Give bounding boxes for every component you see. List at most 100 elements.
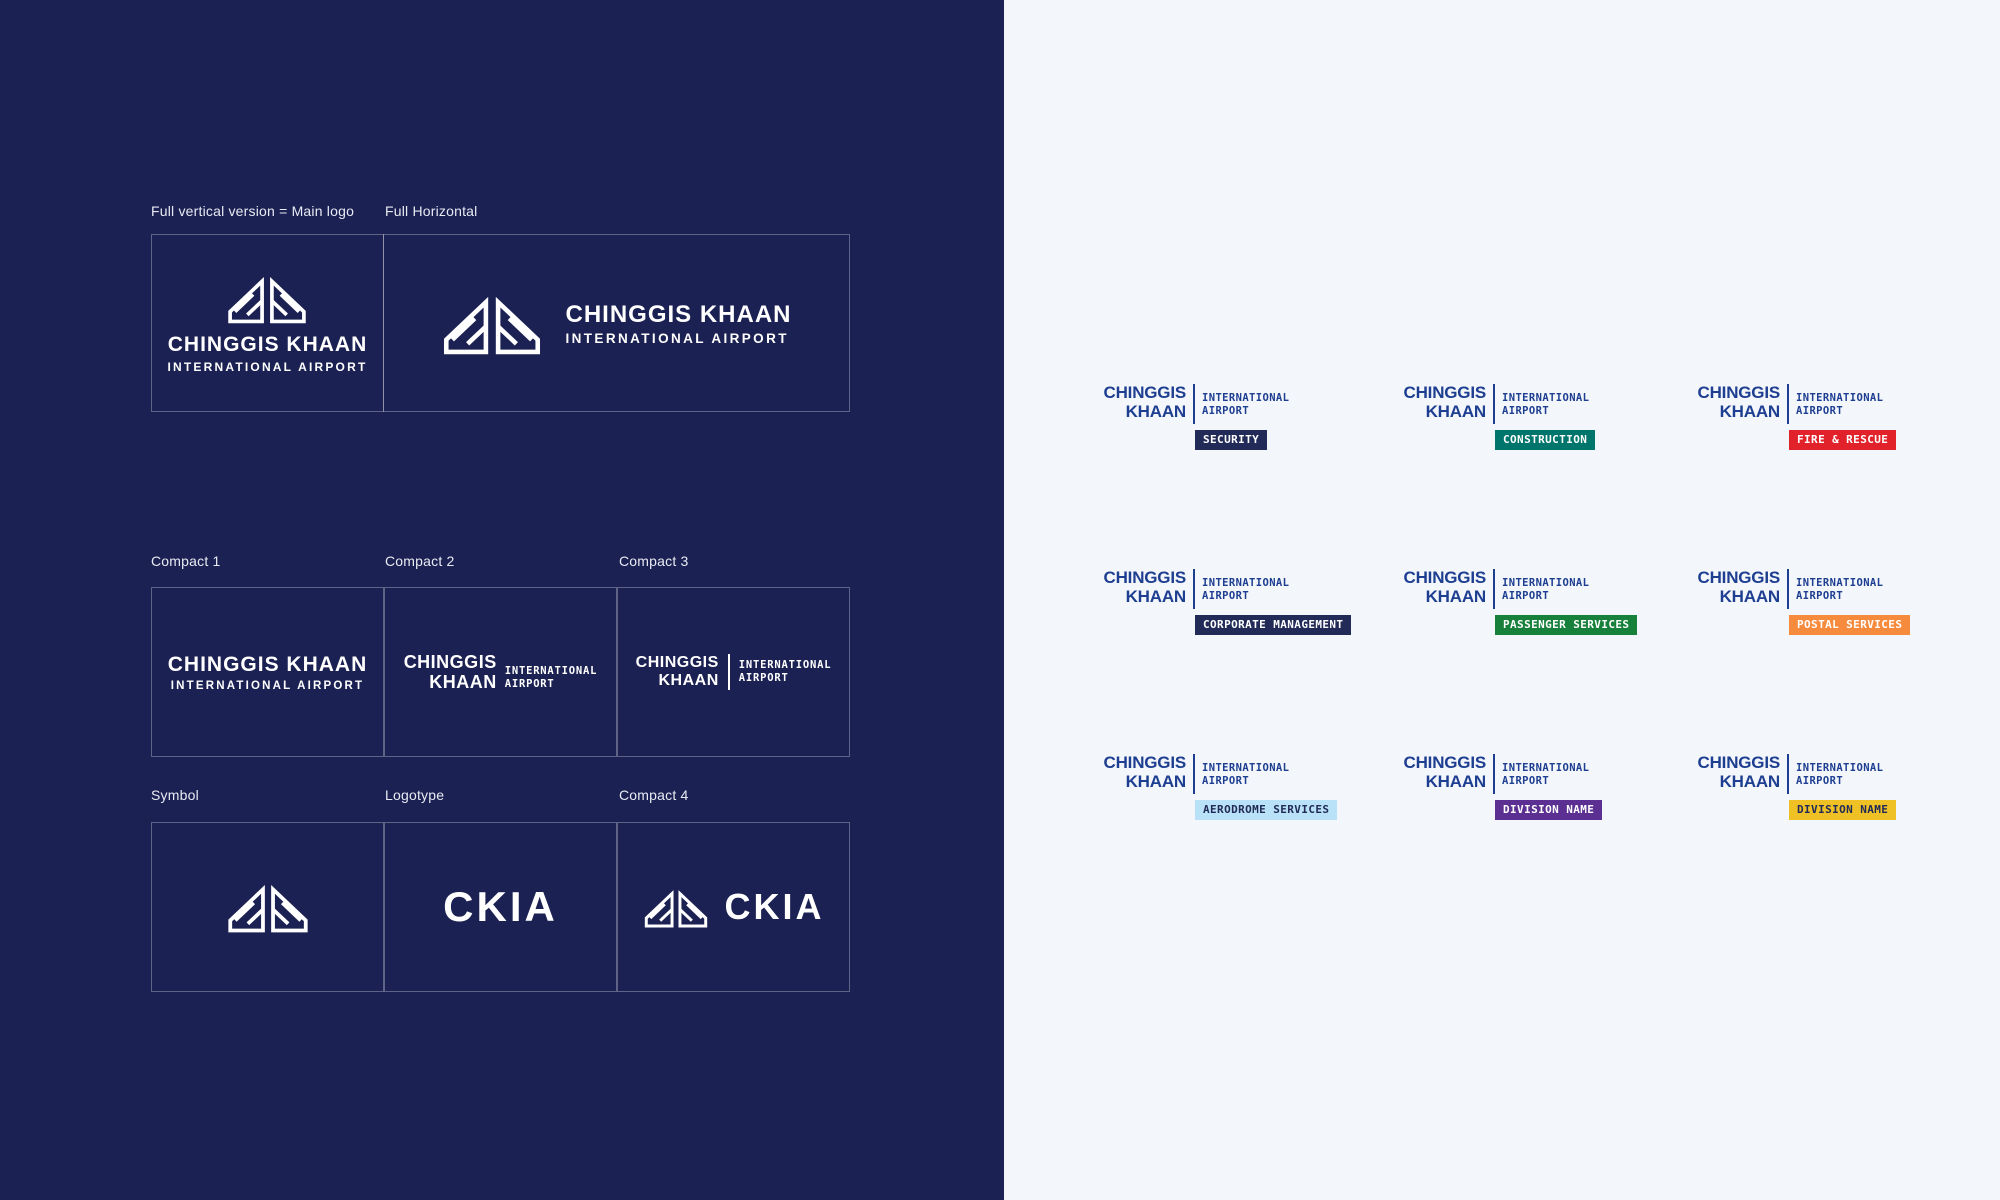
division-word-1: CHINGGIS [1697,568,1781,587]
main-vertical-logo: CHINGGIS KHAAN INTERNATIONAL AIRPORT [168,273,368,374]
airport-emblem-icon [644,891,707,927]
division-word-2: KHAAN [1719,587,1781,606]
division-sub-1: INTERNATIONAL [1202,577,1290,589]
division-badge: DIVISION NAME [1789,800,1897,820]
label-logotype: Logotype [385,787,445,803]
logo-box-compact-3: CHINGGIS KHAAN INTERNATIONAL AIRPORT [617,587,850,757]
logo-box-logotype: CKIA [384,822,617,992]
logo-sub-1: INTERNATIONAL [504,665,598,677]
division-sub-2: AIRPORT [1502,590,1550,602]
compact-4-logo: CKIA [643,886,825,928]
division-sub-2: AIRPORT [1202,405,1250,417]
division-sub-1: INTERNATIONAL [1796,577,1884,589]
division-divider [1787,569,1789,609]
logo-wordmark: CHINGGIS KHAAN [167,652,368,676]
compact-3-logo: CHINGGIS KHAAN INTERNATIONAL AIRPORT [636,654,832,690]
logo-acronym: CKIA [724,886,825,927]
airport-emblem-icon [227,887,308,933]
logo-word-1: CHINGGIS [403,652,497,672]
division-sub-2: AIRPORT [1502,405,1550,417]
logo-box-main-vertical: CHINGGIS KHAAN INTERNATIONAL AIRPORT [151,234,384,412]
division-sub-1: INTERNATIONAL [1202,392,1290,404]
logo-word-1: CHINGGIS [635,654,719,671]
division-sub-2: AIRPORT [1796,775,1844,787]
division-sub-1: INTERNATIONAL [1202,762,1290,774]
logo-box-compact-2: CHINGGIS KHAAN INTERNATIONAL AIRPORT [384,587,617,757]
division-word-2: KHAAN [1425,587,1487,606]
division-word-2: KHAAN [1719,772,1781,791]
label-compact-1: Compact 1 [151,553,221,569]
division-word-1: CHINGGIS [1103,753,1187,772]
logo-wordmark: CHINGGIS KHAAN [565,300,792,328]
division-divider [1787,754,1789,794]
division-sub-1: INTERNATIONAL [1502,762,1590,774]
division-word-2: KHAAN [1125,402,1187,421]
logo-box-full-horizontal: CHINGGIS KHAAN INTERNATIONAL AIRPORT [383,234,850,412]
compact-2-logo: CHINGGIS KHAAN INTERNATIONAL AIRPORT [404,652,598,692]
logo-versions-panel: Full vertical version = Main logo Full H… [0,0,1004,1200]
division-badge: DIVISION NAME [1495,800,1603,820]
division-sub-2: AIRPORT [1202,775,1250,787]
logo-sub-2: AIRPORT [738,672,789,684]
division-word-2: KHAAN [1719,402,1781,421]
logo-box-symbol [151,822,384,992]
division-word-1: CHINGGIS [1697,753,1781,772]
logo-subtitle: INTERNATIONAL AIRPORT [170,679,365,692]
division-word-1: CHINGGIS [1103,383,1187,402]
division-divider [1193,384,1195,424]
logo-wordmark: CHINGGIS KHAAN [167,332,368,356]
division-sub-2: AIRPORT [1202,590,1250,602]
logo-subtitle: INTERNATIONAL AIRPORT [167,359,368,374]
division-word-2: KHAAN [1425,402,1487,421]
division-sub-1: INTERNATIONAL [1502,392,1590,404]
division-divider [1193,754,1195,794]
division-sub-2: AIRPORT [1796,590,1844,602]
logo-sub-2: AIRPORT [504,678,555,690]
label-symbol: Symbol [151,787,199,803]
logo-acronym: CKIA [443,883,558,930]
division-badge: AERODROME SERVICES [1195,800,1338,820]
division-divider [1493,754,1495,794]
division-sub-2: AIRPORT [1796,405,1844,417]
airport-emblem-icon [228,278,307,323]
division-divider [1787,384,1789,424]
label-compact-4: Compact 4 [619,787,689,803]
airport-emblem-icon [441,292,543,355]
division-divider [1493,384,1495,424]
division-divider [1493,569,1495,609]
division-word-1: CHINGGIS [1403,383,1487,402]
division-divider [1193,569,1195,609]
division-badge: CONSTRUCTION [1495,430,1596,450]
label-full-horizontal: Full Horizontal [385,203,478,219]
division-badge: POSTAL SERVICES [1789,615,1911,635]
logo-box-compact-1: CHINGGIS KHAAN INTERNATIONAL AIRPORT [151,587,384,757]
label-compact-2: Compact 2 [385,553,455,569]
division-sub-1: INTERNATIONAL [1502,577,1590,589]
horizontal-logo: CHINGGIS KHAAN INTERNATIONAL AIRPORT [441,292,791,355]
division-word-2: KHAAN [1125,587,1187,606]
logo-divider [727,654,730,690]
division-word-1: CHINGGIS [1403,568,1487,587]
division-word-1: CHINGGIS [1403,753,1487,772]
logo-word-2: KHAAN [658,672,719,689]
division-word-2: KHAAN [1125,772,1187,791]
label-compact-3: Compact 3 [619,553,689,569]
division-badge: CORPORATE MANAGEMENT [1195,615,1352,635]
label-full-vertical: Full vertical version = Main logo [151,203,355,219]
logo-box-compact-4: CKIA [617,822,850,992]
division-word-1: CHINGGIS [1697,383,1781,402]
division-badge: SECURITY [1195,430,1268,450]
division-sub-2: AIRPORT [1502,775,1550,787]
logo-sub-1: INTERNATIONAL [738,659,832,671]
logo-word-2: KHAAN [429,672,497,692]
